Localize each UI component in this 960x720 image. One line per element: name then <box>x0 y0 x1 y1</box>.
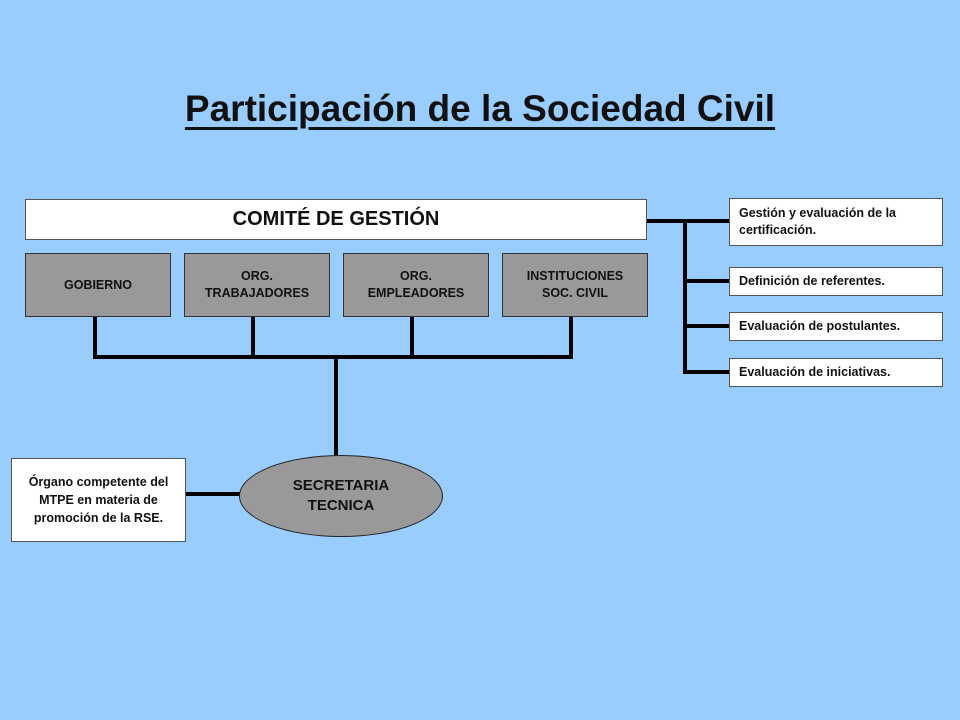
member-box-trabajadores: ORG. TRABAJADORES <box>184 253 330 317</box>
task-label: Gestión y evaluación de la certificación… <box>739 206 897 237</box>
task-label: Evaluación de postulantes. <box>739 319 901 333</box>
member-label-line2: EMPLEADORES <box>367 286 465 300</box>
organo-box: Órgano competente del MTPE en materia de… <box>11 458 186 542</box>
member-box-instituciones: INSTITUCIONES SOC. CIVIL <box>502 253 648 317</box>
comite-gestion-box: COMITÉ DE GESTIÓN <box>25 199 647 240</box>
task-box-postulantes: Evaluación de postulantes. <box>729 312 943 341</box>
member-box-gobierno: GOBIERNO <box>25 253 171 317</box>
task-box-referentes: Definición de referentes. <box>729 267 943 296</box>
secretaria-label-line2: TECNICA <box>307 497 375 514</box>
task-box-gestion: Gestión y evaluación de la certificación… <box>729 198 943 246</box>
secretaria-label-line1: SECRETARIA <box>292 477 390 494</box>
member-label-line1: INSTITUCIONES <box>526 269 624 283</box>
comite-gestion-label: COMITÉ DE GESTIÓN <box>232 208 440 230</box>
member-box-empleadores: ORG. EMPLEADORES <box>343 253 489 317</box>
organo-label: Órgano competente del MTPE en materia de… <box>28 475 169 525</box>
member-label: GOBIERNO <box>63 277 133 292</box>
secretaria-ellipse: SECRETARIA TECNICA <box>239 455 443 537</box>
task-box-iniciativas: Evaluación de iniciativas. <box>729 358 943 387</box>
task-label: Evaluación de iniciativas. <box>739 365 891 379</box>
member-label-line2: TRABAJADORES <box>204 286 310 300</box>
task-label: Definición de referentes. <box>739 274 885 288</box>
member-label-line1: ORG. <box>400 269 432 283</box>
member-label-line1: ORG. <box>241 269 273 283</box>
member-label-line2: SOC. CIVIL <box>542 286 608 300</box>
page-title: Participación de la Sociedad Civil <box>184 88 776 129</box>
